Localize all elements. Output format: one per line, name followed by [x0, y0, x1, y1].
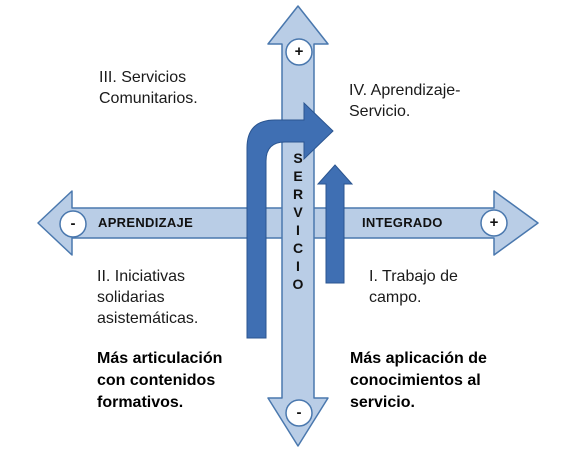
sign-circle-right: [480, 209, 508, 237]
sign-minus-bottom: -: [296, 404, 302, 421]
quadrant-iv-label: IV. Aprendizaje- Servicio.: [349, 80, 460, 122]
note-right: Más aplicación de conocimientos al servi…: [350, 348, 487, 414]
sign-minus-left: -: [70, 215, 76, 232]
quadrant-iv-line1: IV. Aprendizaje-: [349, 82, 461, 99]
note-right-line1: Más aplicación de: [350, 350, 487, 367]
sign-plus-top: +: [294, 43, 304, 60]
quadrant-iii-label: III. Servicios Comunitarios.: [99, 67, 198, 109]
vertical-letter-s: S: [293, 150, 303, 166]
quadrant-iii-line1: III. Servicios: [99, 69, 187, 86]
quadrant-ii-line3: asistemáticas.: [97, 310, 199, 327]
quadrant-i-line2: campo.: [369, 289, 422, 306]
sign-plus-right: +: [489, 214, 499, 231]
sign-circle-left: [59, 210, 87, 238]
quadrant-ii-line1: II. Iniciativas: [97, 268, 186, 285]
vertical-letter-e: E: [293, 168, 303, 184]
quadrant-ii-line2: solidarias: [97, 289, 165, 306]
quadrant-ii-label: II. Iniciativas solidarias asistemáticas…: [97, 266, 198, 329]
vertical-letter-v: V: [293, 204, 303, 220]
axis-label-integrado: INTEGRADO: [362, 215, 443, 230]
quadrant-i-line1: I. Trabajo de: [369, 268, 458, 285]
note-right-line3: servicio.: [350, 394, 415, 411]
note-left-line2: con contenidos: [97, 372, 216, 389]
vertical-letter-c: C: [292, 240, 304, 256]
vertical-letter-o: O: [292, 276, 304, 292]
vertical-letter-i2: I: [296, 258, 300, 274]
sign-circle-bottom: [285, 399, 313, 427]
note-left-line3: formativos.: [97, 394, 184, 411]
note-left-line1: Más articulación: [97, 350, 223, 367]
note-right-line2: conocimientos al: [350, 372, 481, 389]
curved-arrow: [246, 101, 334, 339]
vertical-letter-i: I: [296, 222, 300, 238]
small-up-arrow: [316, 164, 354, 284]
axis-label-aprendizaje: APRENDIZAJE: [98, 215, 194, 230]
quadrant-i-label: I. Trabajo de campo.: [369, 266, 458, 308]
vertical-letter-r: R: [292, 186, 304, 202]
quadrant-iii-line2: Comunitarios.: [99, 90, 198, 107]
sign-circle-top: [285, 38, 313, 66]
note-left: Más articulación con contenidos formativ…: [97, 348, 222, 414]
quadrant-iv-line2: Servicio.: [349, 103, 411, 120]
